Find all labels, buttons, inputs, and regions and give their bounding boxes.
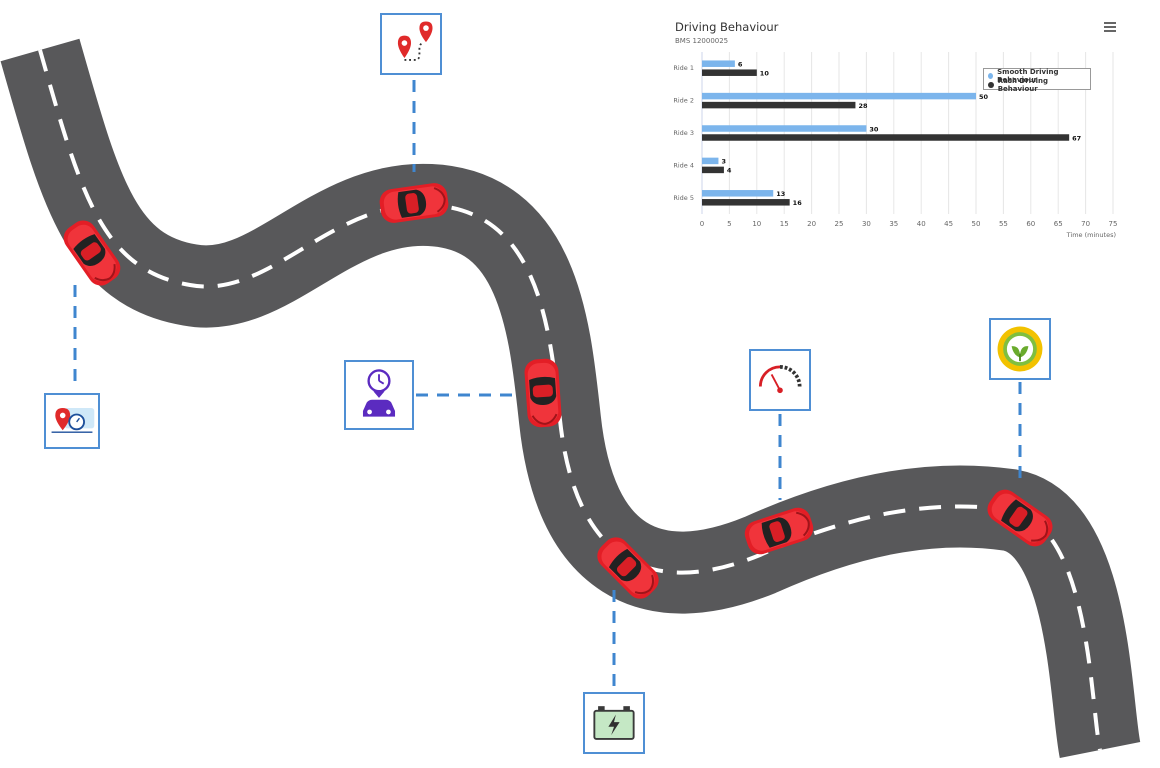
data-label: 67 — [1072, 134, 1081, 142]
data-label: 16 — [793, 199, 803, 207]
x-tick-label: 60 — [1026, 220, 1035, 228]
chart-legend: Smooth Driving Behaviour Rash Driving Be… — [983, 68, 1091, 93]
car — [522, 356, 564, 430]
data-label: 10 — [760, 69, 770, 77]
bar — [702, 190, 774, 197]
bar — [702, 69, 757, 76]
x-tick-label: 50 — [972, 220, 981, 228]
x-tick-label: 40 — [917, 220, 926, 228]
bar — [702, 166, 724, 174]
x-tick-label: 30 — [862, 220, 871, 228]
data-label: 30 — [869, 125, 879, 133]
data-label: 6 — [738, 60, 743, 68]
trip-timer-icon[interactable] — [44, 393, 100, 449]
x-tick-label: 65 — [1054, 220, 1063, 228]
data-label: 28 — [858, 102, 868, 110]
legend-item: Rash Driving Behaviour — [988, 77, 1086, 93]
x-tick-label: 55 — [999, 220, 1008, 228]
eco-leaf-icon[interactable] — [989, 318, 1051, 380]
battery-charge-icon[interactable] — [583, 692, 645, 754]
scheduled-service-icon[interactable] — [344, 360, 414, 430]
x-tick-label: 45 — [944, 220, 953, 228]
x-axis-label: Time (minutes) — [1066, 231, 1116, 239]
bar — [702, 157, 719, 165]
bar — [702, 60, 735, 67]
x-tick-label: 25 — [835, 220, 844, 228]
bar — [702, 101, 856, 109]
data-label: 13 — [776, 190, 785, 198]
x-tick-label: 0 — [700, 220, 704, 228]
x-tick-label: 70 — [1081, 220, 1090, 228]
data-label: 4 — [727, 167, 732, 175]
legend-swatch — [988, 81, 994, 88]
route-map-pin-icon[interactable] — [380, 13, 442, 75]
legend-label: Smooth Driving Behaviour — [997, 67, 1059, 84]
driving-behaviour-chart: Driving Behaviour BMS 12000025 0 5 10 15 20 2… — [664, 12, 1134, 244]
bar — [702, 134, 1070, 141]
data-label: 3 — [721, 158, 726, 166]
y-tick-label: Ride 2 — [673, 97, 694, 105]
x-tick-label: 15 — [780, 220, 789, 228]
x-tick-label: 35 — [889, 220, 898, 228]
y-tick-label: Ride 3 — [673, 129, 694, 137]
x-tick-label: 20 — [807, 220, 816, 228]
bar — [702, 92, 976, 100]
bar — [702, 199, 790, 206]
y-tick-label: Ride 5 — [673, 194, 694, 202]
data-label: 50 — [979, 93, 989, 101]
legend-label: Rash Driving Behaviour — [997, 76, 1049, 93]
speedometer-icon[interactable] — [749, 349, 811, 411]
chart-subtitle: BMS 12000025 — [675, 37, 729, 45]
x-tick-label: 75 — [1109, 220, 1118, 228]
bar — [702, 125, 867, 132]
y-tick-label: Ride 4 — [673, 161, 694, 169]
x-tick-label: 5 — [727, 220, 731, 228]
x-tick-label: 10 — [752, 220, 761, 228]
hamburger-menu-icon[interactable] — [1104, 22, 1116, 33]
legend-swatch — [988, 72, 994, 79]
y-tick-label: Ride 1 — [673, 64, 694, 72]
chart-title: Driving Behaviour — [675, 20, 779, 34]
legend-item: Smooth Driving Behaviour — [988, 68, 1086, 84]
